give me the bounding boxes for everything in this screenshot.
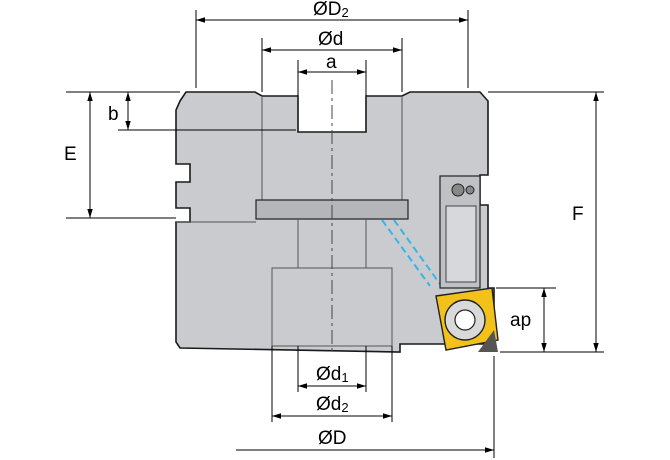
label-E: E: [64, 144, 77, 165]
cartridge-screw-1: [451, 183, 465, 197]
torx-icon: [454, 309, 476, 331]
label-D2: ØD2: [313, 0, 349, 20]
label-a: a: [326, 52, 337, 73]
label-d: Ød: [318, 29, 343, 50]
label-d1: Ød1: [316, 364, 349, 385]
label-D: ØD: [318, 428, 347, 449]
label-ap: ap: [510, 310, 531, 331]
coolant-channel-1: [381, 219, 431, 287]
coolant-channel-2: [393, 219, 441, 285]
cartridge-slot: [445, 205, 477, 283]
label-b: b: [108, 104, 119, 125]
label-F: F: [572, 204, 584, 225]
cartridge-tip: [478, 330, 498, 352]
cartridge-screw-2: [465, 185, 475, 195]
label-d2: Ød2: [316, 394, 349, 415]
